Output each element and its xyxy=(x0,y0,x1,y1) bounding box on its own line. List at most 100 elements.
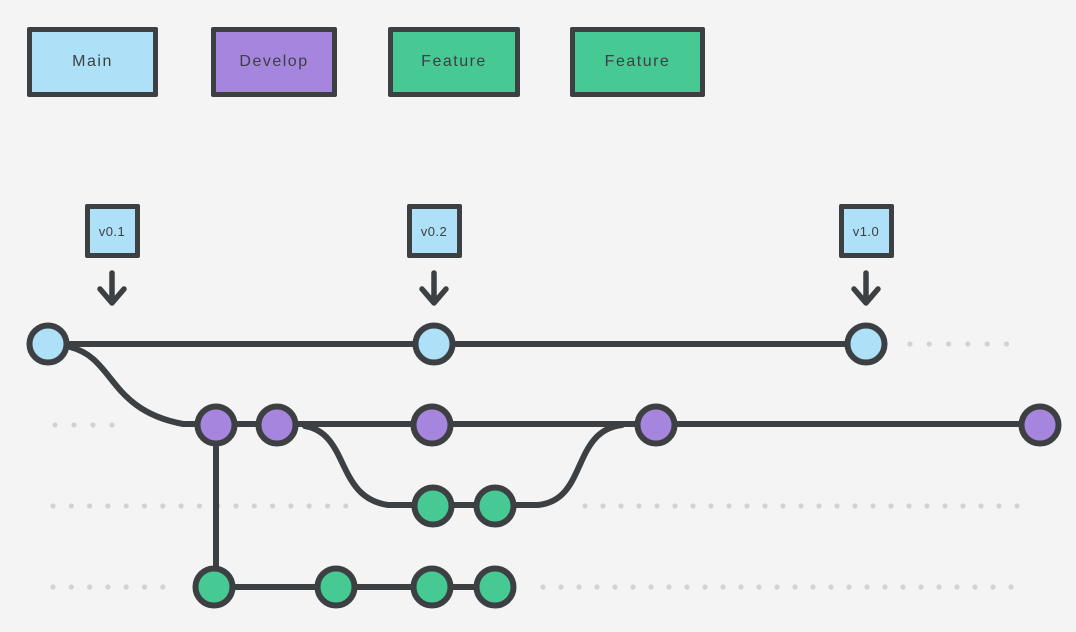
dotted-line-dot xyxy=(708,503,714,509)
dotted-line-dot xyxy=(306,503,312,509)
main-commit-node xyxy=(26,322,70,366)
legend-box-feature-2: Feature xyxy=(570,27,705,97)
dotted-line-dot xyxy=(178,503,184,509)
dotted-line-dot xyxy=(654,503,660,509)
legend-box-feature-1: Feature xyxy=(388,27,520,97)
dotted-line-dot xyxy=(792,584,798,590)
dotted-line-dot xyxy=(774,584,780,590)
dotted-line-dot xyxy=(978,503,984,509)
dotted-line-dot xyxy=(720,584,726,590)
dotted-line-dot xyxy=(666,584,672,590)
dotted-line-dot xyxy=(690,503,696,509)
dotted-line-dot xyxy=(324,503,331,509)
dotted-line-dot xyxy=(1014,503,1020,509)
dotted-line-dot xyxy=(870,503,876,509)
dotted-line-dot xyxy=(288,503,294,509)
dotted-line-dot xyxy=(68,503,74,509)
dotted-line-dot xyxy=(972,584,978,590)
dotted-line-dot xyxy=(702,584,708,590)
dotted-line-dot xyxy=(270,503,276,509)
main-commit-node xyxy=(844,322,888,366)
release-tag-label: v0.2 xyxy=(420,223,448,239)
dotted-line-dot xyxy=(852,503,858,509)
dotted-line-dot xyxy=(251,503,257,509)
dotted-line-dot xyxy=(780,503,786,509)
release-tag: v0.2 xyxy=(406,204,462,258)
dotted-line-dot xyxy=(648,584,654,590)
dotted-line-dot xyxy=(160,503,166,509)
feature-lower-commit-node xyxy=(314,565,358,609)
dotted-line-dot xyxy=(798,503,804,509)
dotted-line-dot xyxy=(594,584,600,590)
dotted-line-dot xyxy=(990,584,996,590)
dotted-line-dot xyxy=(618,503,624,509)
commit-nodes-layer xyxy=(26,322,1062,609)
dotted-line-dot xyxy=(1008,584,1014,590)
dotted-line-dot xyxy=(907,341,913,347)
dotted-line-dot xyxy=(630,584,636,590)
down-arrow-icon xyxy=(97,270,127,306)
dotted-line-dot xyxy=(946,341,952,347)
down-arrow-icon xyxy=(419,270,449,306)
dotted-line-dot xyxy=(105,503,111,509)
dotted-line-dot xyxy=(672,503,678,509)
dotted-line-dot xyxy=(1003,341,1010,347)
dotted-line-dot xyxy=(105,584,111,590)
develop-branch-line xyxy=(67,344,1043,427)
dotted-line-dot xyxy=(109,422,115,428)
dotted-line-dot xyxy=(68,584,74,590)
legend-label-main: Main xyxy=(72,53,113,70)
dotted-line-dot xyxy=(576,584,582,590)
legend-box-develop: Develop xyxy=(211,27,337,97)
dotted-line-dot xyxy=(924,503,930,509)
dotted-line-dot xyxy=(600,503,606,509)
branch-paths-layer xyxy=(45,341,1043,590)
dotted-line-dot xyxy=(50,503,56,509)
release-arrows-layer xyxy=(97,270,881,306)
feature-upper-branch-line xyxy=(302,422,625,508)
dotted-line-dot xyxy=(888,503,894,509)
down-arrow-icon xyxy=(851,270,881,306)
develop-commit-node xyxy=(1018,403,1062,447)
dotted-line-dot xyxy=(160,584,166,590)
dotted-line-dot xyxy=(71,422,77,428)
dotted-line-dot xyxy=(846,584,852,590)
release-tag: v0.1 xyxy=(84,204,140,258)
dotted-line-dot xyxy=(996,503,1002,509)
develop-commit-node xyxy=(194,403,238,447)
dotted-line-dot xyxy=(343,503,349,509)
dotted-line-dot xyxy=(684,584,690,590)
dotted-line-dot xyxy=(864,584,870,590)
feature-lower-commit-node xyxy=(192,565,236,609)
dotted-line-dot xyxy=(52,422,58,428)
release-tag-label: v0.1 xyxy=(98,223,126,239)
dotted-line-dot xyxy=(900,584,906,590)
dotted-line-dot xyxy=(50,584,56,590)
develop-commit-node xyxy=(255,403,299,447)
dotted-line-dot xyxy=(123,584,129,590)
dotted-line-dot xyxy=(936,584,942,590)
feature-lower-commit-node xyxy=(410,565,454,609)
dotted-line-dot xyxy=(744,503,750,509)
dotted-line-dot xyxy=(636,503,642,509)
dotted-line-dot xyxy=(756,584,762,590)
feature-lower-commit-node xyxy=(473,565,517,609)
dotted-lines-layer xyxy=(50,341,1020,590)
dotted-line-dot xyxy=(816,503,822,509)
dotted-line-dot xyxy=(926,341,932,347)
dotted-line-dot xyxy=(954,584,960,590)
dotted-line-dot xyxy=(906,503,912,509)
dotted-line-dot xyxy=(984,341,990,347)
dotted-line-dot xyxy=(196,503,202,509)
dotted-line-dot xyxy=(612,584,618,590)
release-tag: v1.0 xyxy=(838,204,894,258)
dotted-line-dot xyxy=(942,503,948,509)
legend-label-feature-1: Feature xyxy=(421,53,487,70)
dotted-line-dot xyxy=(87,584,93,590)
dotted-line-dot xyxy=(762,503,768,509)
dotted-line-dot xyxy=(141,584,148,590)
dotted-line-dot xyxy=(918,584,924,590)
dotted-line-dot xyxy=(582,503,588,509)
dotted-line-dot xyxy=(810,584,816,590)
